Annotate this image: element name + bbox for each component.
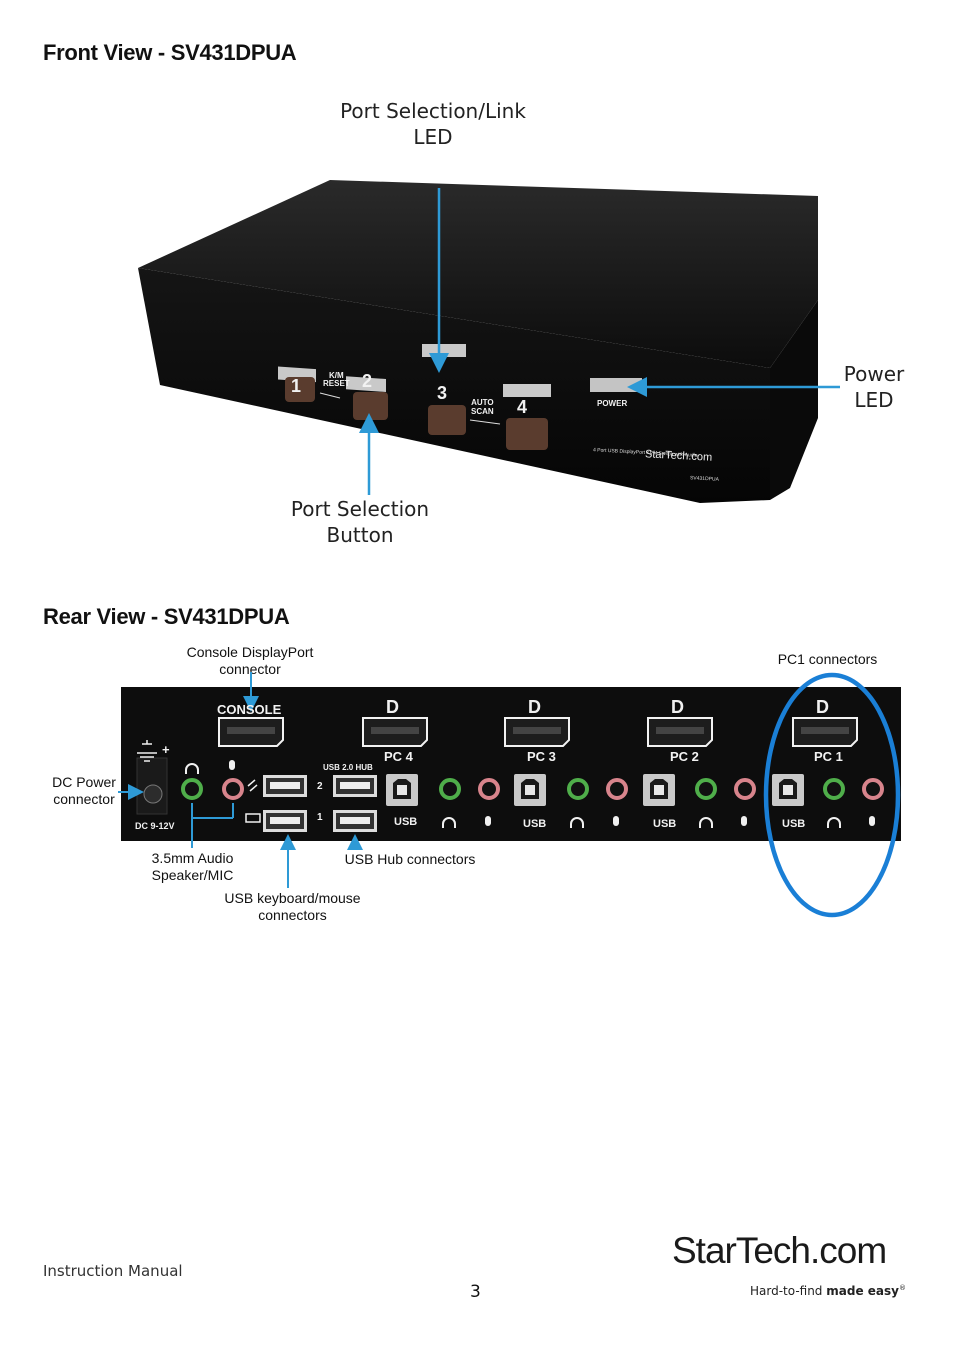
pc1-mic-jack <box>862 778 884 800</box>
device-front-face <box>138 268 770 503</box>
pc1-usb-label: USB <box>782 818 806 830</box>
usb-hub-port-1 <box>333 810 377 832</box>
port-4-led <box>503 384 551 397</box>
hub-port-1-number: 1 <box>317 812 323 823</box>
dc-voltage-label: DC 9-12V <box>135 821 175 831</box>
usb-km-callout: USB keyboard/mouse connectors <box>224 890 361 923</box>
pc4-label: PC 4 <box>384 749 413 764</box>
pc4-usb-label: USB <box>394 816 418 828</box>
dc-plus-label: + <box>162 742 170 757</box>
power-led-callout: Power LED <box>843 362 905 412</box>
pc3-usb-label: USB <box>523 818 547 830</box>
audio-bracket <box>191 803 234 848</box>
pc1-highlight-circle <box>763 672 901 918</box>
dp-logo-icon: D <box>816 697 829 717</box>
dp-logo-icon: D <box>386 697 399 717</box>
console-speaker-jack <box>181 778 203 800</box>
microphone-icon <box>613 816 619 826</box>
pc1-dp-port <box>792 717 858 747</box>
port-selection-led-callout: Port Selection/Link LED <box>340 99 526 149</box>
port-3-button <box>428 405 466 435</box>
button-1-label: 1 <box>291 376 302 396</box>
pc2-speaker-jack <box>695 778 717 800</box>
keyboard-icon <box>245 813 261 823</box>
dp-logo-icon: D <box>528 697 541 717</box>
port-1-button <box>285 377 315 402</box>
pc1-connectors-callout: PC1 connectors <box>777 651 878 667</box>
headphone-icon <box>827 817 841 828</box>
dc-jack <box>143 784 163 804</box>
port-2-button <box>353 392 388 420</box>
usb-hub-label: USB 2.0 HUB <box>323 763 373 772</box>
front-device-illustration <box>138 180 840 503</box>
audio-callout: 3.5mm Audio Speaker/MIC <box>151 850 234 883</box>
usb-keyboard-port-2 <box>263 775 307 797</box>
pc1-speaker-jack <box>823 778 845 800</box>
pc2-dp-port <box>647 717 713 747</box>
button-2-label: 2 <box>362 371 373 391</box>
pc3-dp-port <box>504 717 570 747</box>
console-dp-callout: Console DisplayPort connector <box>186 644 314 677</box>
rear-panel-illustration: D D D D <box>118 672 901 918</box>
port-4-button <box>506 418 548 450</box>
pc3-label: PC 3 <box>527 749 556 764</box>
port-selection-button-callout: Port Selection Button <box>290 497 430 547</box>
device-side <box>770 300 818 500</box>
headphone-icon <box>185 763 199 774</box>
footer-manual-title: Instruction Manual <box>43 1262 183 1280</box>
front-view-heading: Front View - SV431DPUA <box>43 40 297 65</box>
pc3-usb-b-port <box>514 774 546 806</box>
headphone-icon <box>570 817 584 828</box>
dc-power-icon <box>137 740 157 762</box>
rear-panel-body <box>121 687 901 841</box>
startech-logo: StarTech.com <box>672 1230 887 1271</box>
port-2-led <box>346 376 386 392</box>
pc3-mic-jack <box>606 778 628 800</box>
pc2-usb-label: USB <box>653 818 677 830</box>
km-reset-label: K/M RESET <box>323 371 350 388</box>
pc2-mic-jack <box>734 778 756 800</box>
dp-logos: D D D D <box>386 697 829 717</box>
pc2-label: PC 2 <box>670 749 699 764</box>
power-led <box>590 378 642 392</box>
page-number: 3 <box>470 1282 481 1302</box>
console-dp-port <box>218 717 284 747</box>
pc4-dp-port <box>362 717 428 747</box>
usb-hub-port-2 <box>333 775 377 797</box>
auto-scan-label: AUTO SCAN <box>471 398 494 416</box>
headphone-icon <box>699 817 713 828</box>
button-4-label: 4 <box>517 397 528 417</box>
button-3-label: 3 <box>437 383 448 403</box>
pc4-speaker-jack <box>439 778 461 800</box>
usb-hub-callout: USB Hub connectors <box>344 851 476 867</box>
usb-keyboard-port-1 <box>263 810 307 832</box>
microphone-icon <box>741 816 747 826</box>
headphone-icon <box>442 817 456 828</box>
pc2-usb-b-port <box>643 774 675 806</box>
port-3-led <box>422 344 466 357</box>
hub-port-2-number: 2 <box>317 781 323 792</box>
pc4-mic-jack <box>478 778 500 800</box>
power-label: POWER <box>597 399 628 408</box>
console-label: CONSOLE <box>217 702 282 717</box>
microphone-icon <box>869 816 875 826</box>
pc1-usb-b-port <box>772 774 804 806</box>
microphone-icon <box>229 760 235 770</box>
dc-power-callout: DC Power connector <box>52 774 116 807</box>
dp-logo-icon: D <box>671 697 684 717</box>
device-top-surface <box>138 180 818 368</box>
console-mic-jack <box>222 778 244 800</box>
pc4-usb-b-port <box>386 774 418 806</box>
microphone-icon <box>485 816 491 826</box>
mouse-icon <box>247 779 258 792</box>
pc1-label: PC 1 <box>814 749 843 764</box>
pc3-speaker-jack <box>567 778 589 800</box>
startech-tagline: Hard-to-find made easy® <box>750 1284 906 1298</box>
rear-view-heading: Rear View - SV431DPUA <box>43 604 290 629</box>
